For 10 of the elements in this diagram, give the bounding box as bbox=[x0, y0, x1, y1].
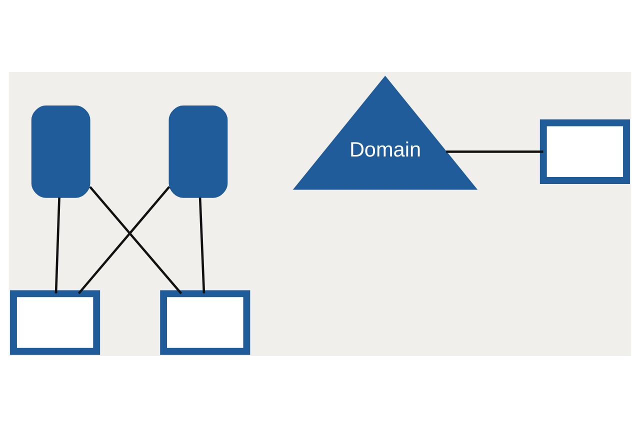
node-monitor bbox=[160, 290, 250, 354]
connector bbox=[54, 197, 60, 293]
node-server bbox=[168, 104, 228, 198]
node-monitor bbox=[10, 290, 100, 354]
connector bbox=[78, 186, 170, 294]
node-monitor bbox=[540, 118, 630, 184]
connector bbox=[446, 150, 544, 152]
connector bbox=[198, 196, 206, 293]
connector bbox=[89, 186, 182, 294]
node-server bbox=[31, 104, 90, 198]
